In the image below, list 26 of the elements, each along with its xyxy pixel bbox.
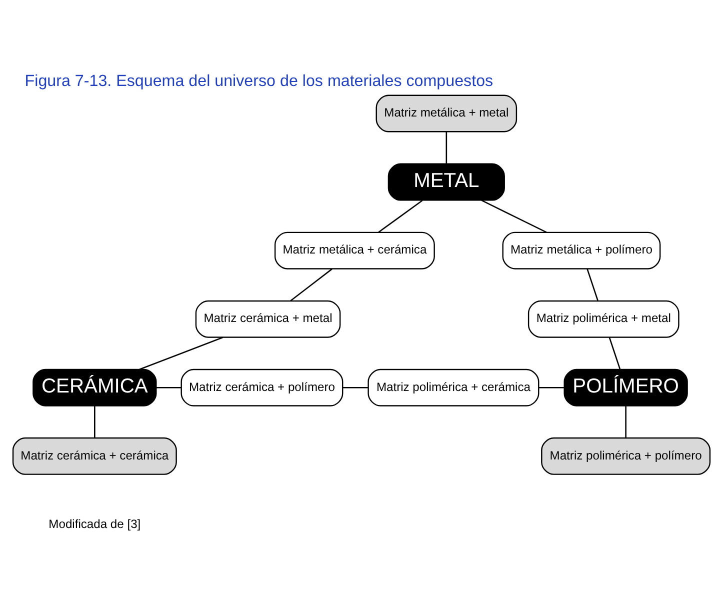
- node-box: Matriz polimérica + metal: [527, 300, 679, 338]
- node-box: Matriz cerámica + metal: [194, 300, 340, 338]
- node-box: Matriz metálica + cerámica: [274, 231, 434, 269]
- node-box: METAL: [387, 162, 504, 200]
- connector: [342, 386, 368, 388]
- node-box: CERÁMICA: [32, 368, 156, 406]
- node-box: POLÍMERO: [563, 368, 688, 406]
- node-box: Matriz cerámica + polímero: [180, 368, 343, 406]
- connector: [156, 386, 181, 388]
- connector: [480, 199, 546, 232]
- node-box: Matriz polimérica + cerámica: [367, 368, 539, 406]
- connector: [586, 268, 598, 300]
- connector: [138, 336, 223, 370]
- connector: [290, 268, 332, 301]
- connector: [624, 406, 626, 438]
- node-box: Matriz metálica + polímero: [502, 231, 660, 269]
- connector: [538, 386, 564, 388]
- diagram-title: Figura 7-13. Esquema del universo de los materiales compuestos: [24, 72, 493, 90]
- caption: Modificada de [3]: [48, 516, 140, 530]
- node-box: Matriz metálica + metal: [375, 94, 517, 132]
- connector: [378, 199, 422, 232]
- node-box: Matriz cerámica + cerámica: [12, 436, 176, 474]
- connector: [445, 131, 447, 163]
- node-box: Matriz polimérica + polímero: [540, 436, 710, 474]
- connector: [94, 406, 95, 438]
- connector: [608, 336, 620, 369]
